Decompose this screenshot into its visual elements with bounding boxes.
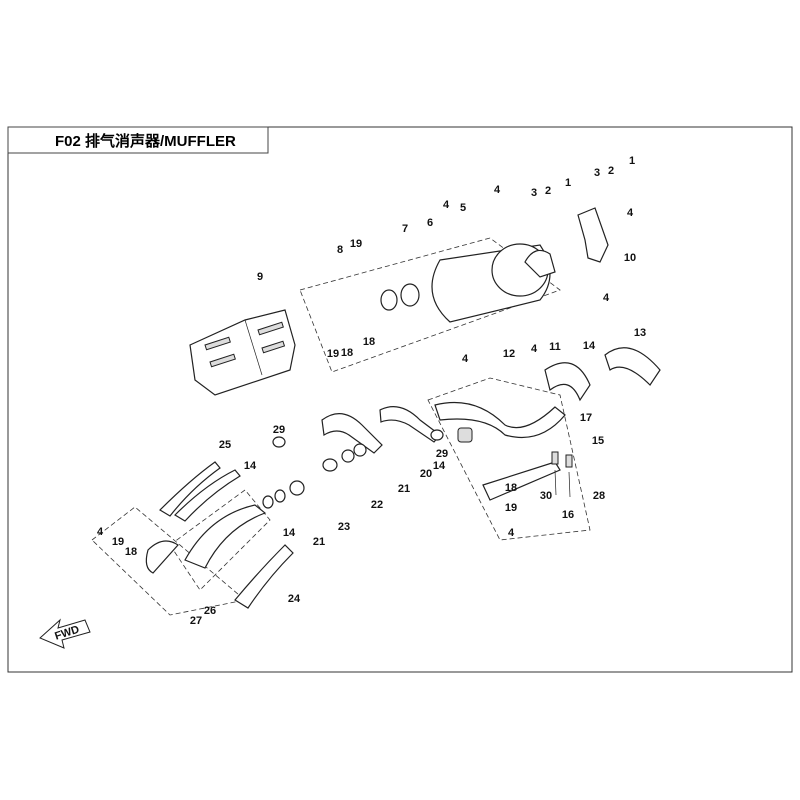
callout: 28 [593,490,605,502]
pipe-24 [234,544,294,609]
callout: 4 [603,292,610,304]
pipe-13 [604,347,661,386]
tailpipe-group-box [169,489,271,591]
callout: 26 [204,605,216,617]
callout: 3 [531,187,537,199]
callout: 1 [629,155,635,167]
callout: 19 [112,536,124,548]
end-cap-group-box [91,506,246,616]
callout: 13 [634,327,646,339]
callout: 18 [341,347,353,359]
header-pipe [434,401,566,439]
pipe-25 [159,461,221,517]
callout: 4 [494,184,501,196]
callout: 21 [398,483,410,495]
callout: 14 [583,340,596,352]
callout: 14 [244,460,257,472]
callout: 2 [608,165,614,177]
callout: 14 [283,527,296,539]
callout: 4 [627,207,634,219]
pipe-20 [321,413,383,454]
callout: 4 [508,527,515,539]
callout: 29 [436,448,448,460]
callout: 25 [219,439,231,451]
callout: 10 [624,252,636,264]
callout: 19 [350,238,362,250]
callout: 4 [443,199,450,211]
spring-15b [565,454,573,468]
callout: 21 [313,536,325,548]
mounting-bracket [577,207,609,263]
callout: 16 [562,509,574,521]
callout: 20 [420,468,432,480]
callout: 2 [545,185,551,197]
callout: 1 [565,177,571,189]
forward-direction-arrow: FWD [39,618,91,649]
callout: 24 [288,593,301,605]
diagram-frame [7,126,793,673]
diagram-title: F02 排气消声器/MUFFLER [55,132,236,150]
callout: 6 [427,217,433,229]
callout: 14 [433,460,446,472]
callout: 18 [505,482,517,494]
title-box [7,126,269,154]
pipe-14-mid [379,406,441,443]
callout: 4 [531,343,538,355]
spring-15a [551,451,559,465]
callout: 9 [257,271,263,283]
muffler-group-box [299,237,561,373]
callout: 8 [337,244,343,256]
callout: 22 [371,499,383,511]
callout: 4 [462,353,469,365]
callout: 4 [97,526,104,538]
pipe-14-upper [544,362,591,402]
callout: 11 [549,341,561,353]
muffler-body [380,243,556,323]
callout: 5 [460,202,466,214]
tailpipe [184,504,267,569]
header-gasket [457,427,473,443]
callout: 27 [190,615,202,627]
end-cap [145,540,179,574]
clamp-rings [262,429,444,509]
callout: 18 [125,546,137,558]
callout: 3 [594,167,600,179]
callout: 12 [503,348,515,360]
header-shield [482,461,561,501]
callout: 17 [580,412,592,424]
header-group-box [427,377,591,541]
callout-labels: 1 2 3 1 2 3 4 4 5 6 7 8 19 9 4 10 4 4 12… [97,155,646,627]
heat-shield [189,309,296,396]
callout: 19 [327,348,339,360]
callout: 30 [540,490,552,502]
callout: 29 [273,424,285,436]
pipe-14-left [174,469,241,522]
callout: 15 [592,435,604,447]
callout: 19 [505,502,517,514]
callout: 23 [338,521,350,533]
callout: 18 [363,336,375,348]
callout: 7 [402,223,408,235]
